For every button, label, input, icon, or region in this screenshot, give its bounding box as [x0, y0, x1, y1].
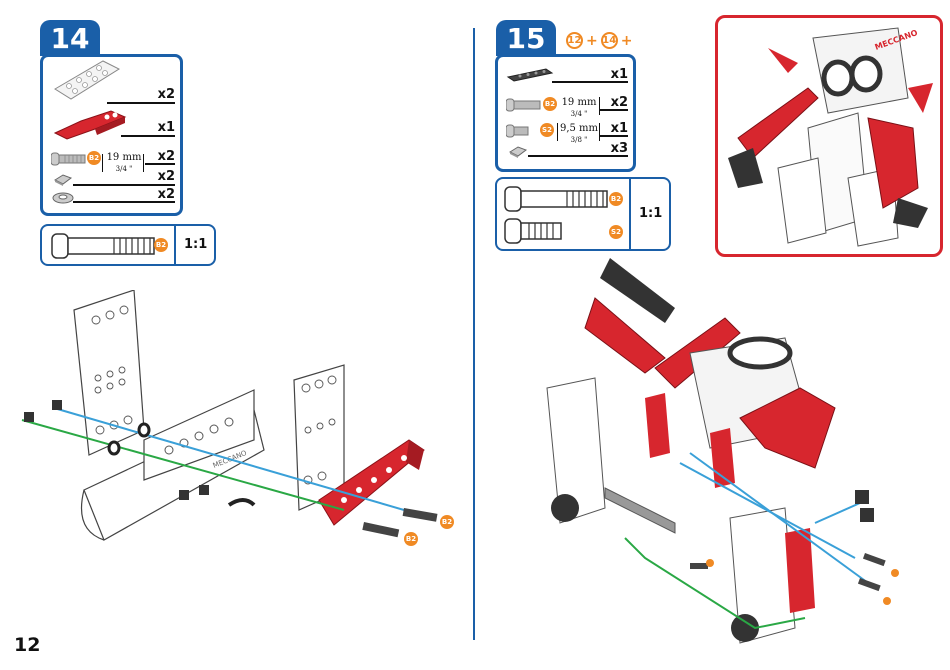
red-bracket-icon [51, 107, 131, 141]
step-15-assembly-illustration [515, 258, 915, 668]
nut-qty: x3 [598, 141, 628, 156]
nut-qty: x2 [145, 169, 175, 184]
screw-19-scale-icon [503, 185, 613, 213]
perforated-panel-icon [51, 59, 123, 101]
page-divider [473, 28, 475, 640]
previous-steps-reference: 12 + 14 + [566, 32, 632, 49]
washer-qty: x2 [145, 187, 175, 202]
panel-qty: x2 [145, 87, 175, 102]
nut-icon [508, 145, 528, 159]
callout-badge-1: B2 [440, 515, 454, 529]
scale-ratio-15: 1:1 [639, 206, 662, 221]
step-14-number: 14 [40, 20, 100, 56]
screw-9-scale-icon [503, 217, 567, 245]
screw-19-badge: B2 [543, 97, 557, 111]
step-15-number: 15 [496, 20, 556, 56]
screw-9-icon [506, 121, 540, 141]
screw-19mm-icon [506, 95, 546, 115]
prev-step-b: 14 [601, 32, 618, 49]
bracket-qty: x1 [145, 120, 175, 135]
scale-badge: B2 [154, 238, 168, 252]
page-number: 12 [14, 634, 40, 656]
screw-scale-icon [50, 232, 160, 260]
step-14-scale-box: B2 1:1 [40, 224, 216, 266]
callout-badge-2: B2 [404, 532, 418, 546]
scale-badge-b2: B2 [609, 192, 623, 206]
screw-9-badge: S2 [540, 123, 554, 137]
screw-9-qty: x1 [598, 121, 628, 136]
screw-badge: B2 [87, 151, 101, 165]
screw-19-qty: x2 [598, 95, 628, 110]
washer-icon [51, 191, 75, 205]
nut-icon [53, 173, 73, 187]
screw-qty: x2 [145, 149, 175, 164]
finished-robot-preview: MECCANO [715, 15, 943, 257]
prev-step-a: 12 [566, 32, 583, 49]
strip-qty: x1 [598, 67, 628, 82]
scale-ratio: 1:1 [184, 237, 207, 252]
step-14-assembly-illustration: MECCANO [14, 290, 464, 560]
screw-icon [51, 149, 91, 169]
black-strip-icon [506, 67, 554, 83]
scale-badge-s2: S2 [609, 225, 623, 239]
step-15-scale-box: B2 S2 1:1 [495, 177, 671, 251]
